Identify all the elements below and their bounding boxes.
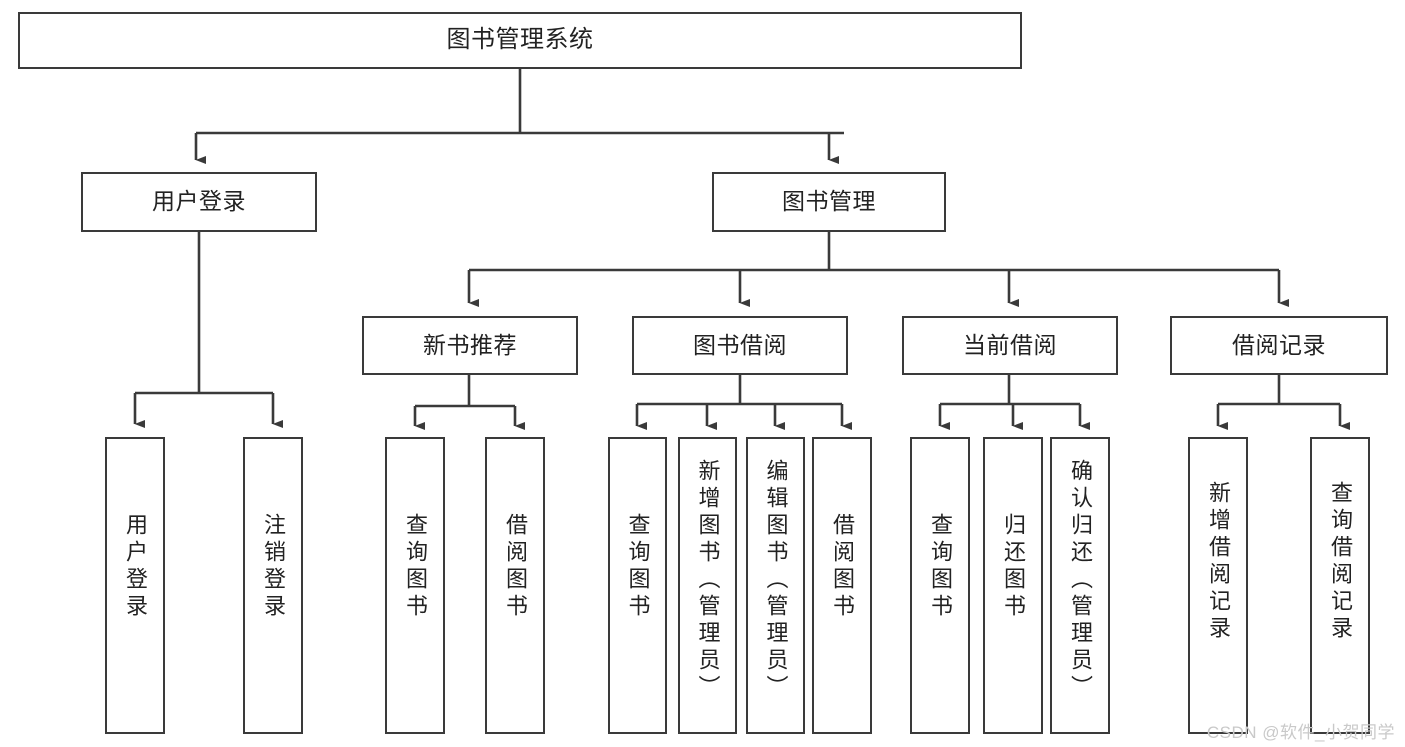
node-leaf-query-book-label: 查询图书 [625,513,651,621]
node-leaf-user-logout[interactable]: 注销登录 [243,437,303,734]
node-leaf-confirm-return-label: 确认归还（管理员） [1068,459,1093,702]
node-leaf-borrow-book-rec-label: 借阅图书 [503,513,528,621]
node-leaf-query-book[interactable]: 查询图书 [608,437,667,734]
node-leaf-confirm-return[interactable]: 确认归还（管理员） [1050,437,1110,734]
node-leaf-borrow-book[interactable]: 借阅图书 [812,437,872,734]
node-leaf-add-record-label: 新增借阅记录 [1206,481,1231,643]
node-leaf-query-book-cur[interactable]: 查询图书 [910,437,970,734]
node-leaf-add-book[interactable]: 新增图书（管理员） [678,437,737,734]
node-root-label: 图书管理系统 [446,26,594,54]
node-book-borrow-label: 图书借阅 [693,331,787,358]
node-book-manage-label: 图书管理 [782,188,876,215]
node-leaf-user-login[interactable]: 用户登录 [105,437,165,734]
node-leaf-add-book-label: 新增图书（管理员） [695,459,721,702]
node-current-borrow[interactable]: 当前借阅 [902,316,1118,375]
node-leaf-add-record[interactable]: 新增借阅记录 [1188,437,1248,734]
node-user-login-label: 用户登录 [152,188,246,215]
node-leaf-edit-book-label: 编辑图书（管理员） [763,459,789,702]
node-leaf-user-login-label: 用户登录 [123,513,148,621]
node-leaf-query-book-rec[interactable]: 查询图书 [385,437,445,734]
node-root[interactable]: 图书管理系统 [18,12,1022,69]
node-current-borrow-label: 当前借阅 [963,331,1057,358]
node-leaf-return-book[interactable]: 归还图书 [983,437,1043,734]
node-new-book-rec[interactable]: 新书推荐 [362,316,578,375]
node-leaf-query-record[interactable]: 查询借阅记录 [1310,437,1370,734]
node-leaf-borrow-book-rec[interactable]: 借阅图书 [485,437,545,734]
node-new-book-rec-label: 新书推荐 [423,331,517,358]
csdn-watermark: CSDN @软件_小贺同学 [1206,723,1395,742]
node-leaf-query-record-label: 查询借阅记录 [1328,481,1353,643]
node-user-login[interactable]: 用户登录 [81,172,317,232]
node-borrow-record-label: 借阅记录 [1232,331,1326,358]
node-leaf-borrow-book-label: 借阅图书 [830,513,855,621]
node-leaf-query-book-cur-label: 查询图书 [928,513,953,621]
node-book-borrow[interactable]: 图书借阅 [632,316,848,375]
node-borrow-record[interactable]: 借阅记录 [1170,316,1388,375]
node-leaf-user-logout-label: 注销登录 [261,513,286,621]
node-leaf-query-book-rec-label: 查询图书 [403,513,428,621]
node-leaf-edit-book[interactable]: 编辑图书（管理员） [746,437,805,734]
node-book-manage[interactable]: 图书管理 [712,172,946,232]
node-leaf-return-book-label: 归还图书 [1001,513,1026,621]
